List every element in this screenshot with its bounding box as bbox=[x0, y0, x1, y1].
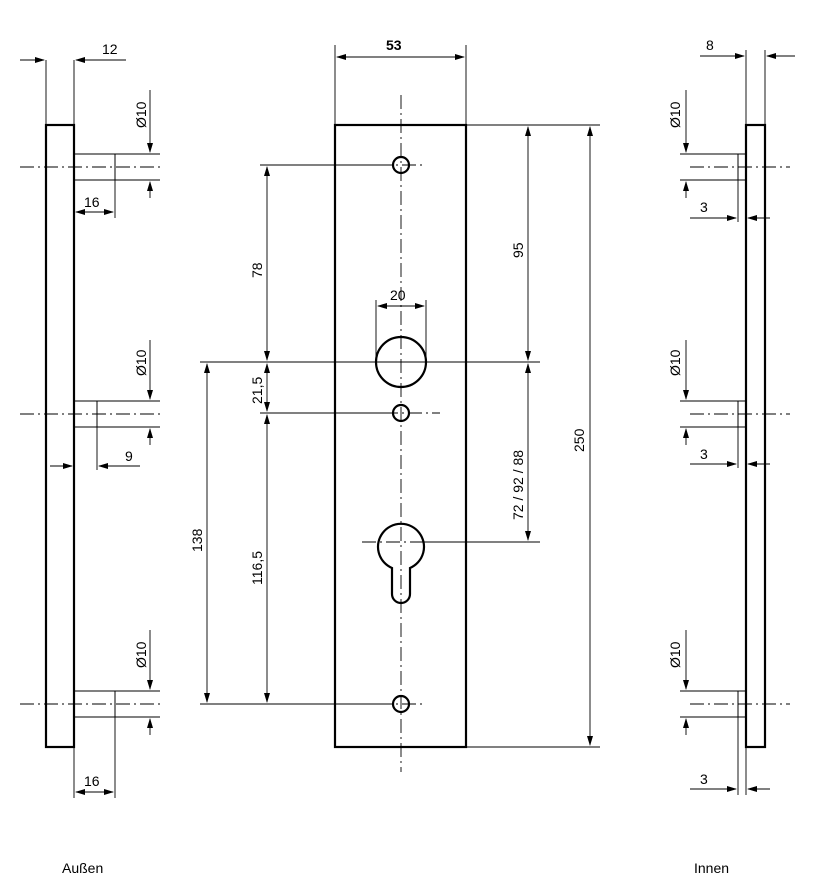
dim-outside-stud-dia-bot: Ø10 bbox=[133, 641, 149, 668]
dim-outside-stud-len-mid: 9 bbox=[125, 448, 133, 464]
dim-inside-stud-len-bot: 3 bbox=[700, 771, 708, 787]
dim-plate-width: 53 bbox=[386, 37, 402, 53]
outside-plate-profile bbox=[44, 123, 76, 749]
inside-side-view: 8 Ø10 3 Ø10 3 Ø10 3 bbox=[667, 37, 795, 795]
dim-top-hole-to-handle: 78 bbox=[249, 262, 265, 278]
dim-handle-to-small-hole: 21,5 bbox=[249, 377, 265, 404]
dim-outside-stud-len-top: 16 bbox=[84, 194, 100, 210]
dim-inside-thickness: 8 bbox=[706, 37, 714, 53]
dim-handle-to-cylinder: 72 / 92 / 88 bbox=[510, 450, 526, 520]
dim-outside-thickness: 12 bbox=[102, 41, 118, 57]
dim-outside-stud-dia-mid: Ø10 bbox=[133, 349, 149, 376]
dim-plate-height: 250 bbox=[571, 428, 587, 452]
dim-inside-stud-dia-mid: Ø10 bbox=[667, 349, 683, 376]
outside-view-label: Außen bbox=[62, 860, 104, 876]
dim-outside-stud-len-bot: 16 bbox=[84, 773, 100, 789]
dim-inside-stud-dia-bot: Ø10 bbox=[667, 641, 683, 668]
dim-top-to-handle: 95 bbox=[510, 242, 526, 258]
inside-plate-profile bbox=[744, 123, 767, 749]
dim-small-hole-to-bottom-hole: 116,5 bbox=[249, 551, 265, 585]
dim-inside-stud-len-mid: 3 bbox=[700, 446, 708, 462]
dim-handle-to-bottom-hole: 138 bbox=[189, 528, 205, 552]
dim-inside-stud-dia-top: Ø10 bbox=[667, 101, 683, 128]
dim-inside-stud-len-top: 3 bbox=[700, 199, 708, 215]
inside-view-label: Innen bbox=[694, 860, 730, 876]
outside-side-view: 12 Ø10 16 Ø10 9 Ø10 16 bbox=[20, 41, 160, 798]
dim-outside-stud-dia-top: Ø10 bbox=[133, 101, 149, 128]
front-plate-outline bbox=[333, 123, 468, 749]
dim-handle-hole-dia: 20 bbox=[390, 287, 406, 303]
front-view: 53 20 95 72 / 92 / 88 250 78 21,5 116, bbox=[189, 37, 600, 772]
